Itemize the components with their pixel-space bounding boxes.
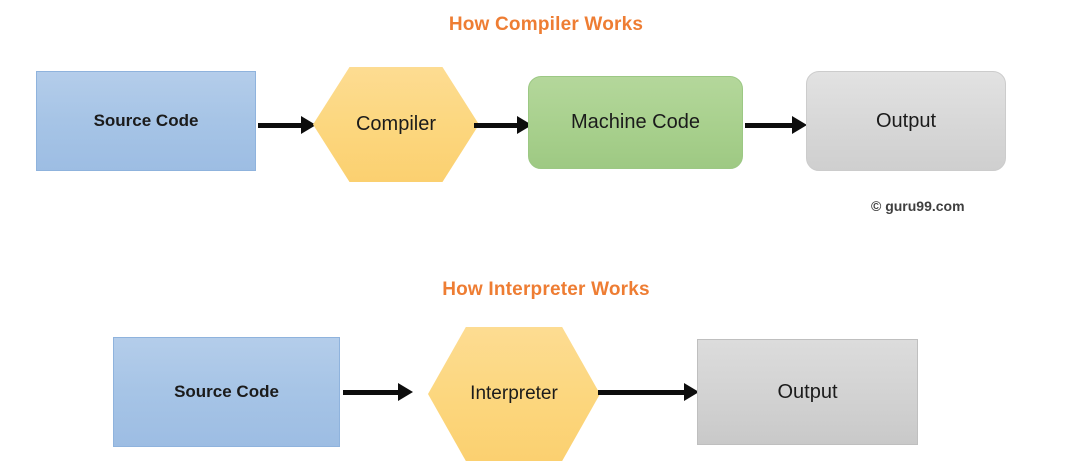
- arrow-head-icon: [792, 116, 807, 134]
- arrow-shaft: [258, 122, 302, 128]
- node-compiler: Compiler: [313, 67, 479, 182]
- node-label: Machine Code: [571, 111, 700, 133]
- arrow-head-icon: [301, 116, 316, 134]
- node-output-compiler: Output: [806, 71, 1006, 171]
- node-machine-code: Machine Code: [528, 76, 743, 169]
- arrow-head-icon: [398, 383, 413, 401]
- node-label: Source Code: [174, 382, 279, 401]
- arrow-compiler-to-machine-code: [474, 116, 532, 134]
- section-title-interpreter: How Interpreter Works: [442, 279, 650, 300]
- node-label: Compiler: [355, 113, 437, 135]
- arrow-shaft: [598, 389, 685, 395]
- arrow-head-icon: [684, 383, 699, 401]
- node-output-interpreter: Output: [697, 339, 918, 445]
- node-label: Interpreter: [470, 383, 558, 404]
- arrow-shaft: [745, 122, 793, 128]
- arrow-interpreter-to-output: [598, 383, 699, 401]
- arrow-source-code-to-compiler: [258, 116, 316, 134]
- section-title-compiler: How Compiler Works: [448, 14, 644, 35]
- node-label: Output: [875, 109, 937, 132]
- arrow-shaft: [343, 389, 399, 395]
- arrow-source-code-to-interpreter: [343, 383, 413, 401]
- credit-watermark: © guru99.com: [871, 198, 965, 214]
- node-source-code-compiler: Source Code: [36, 71, 256, 171]
- arrow-machine-code-to-output: [745, 116, 807, 134]
- node-source-code-interpreter: Source Code: [113, 337, 340, 447]
- node-label: Output: [777, 380, 838, 403]
- arrow-shaft: [474, 122, 518, 128]
- node-label: Source Code: [93, 111, 199, 130]
- node-interpreter: Interpreter: [428, 327, 600, 461]
